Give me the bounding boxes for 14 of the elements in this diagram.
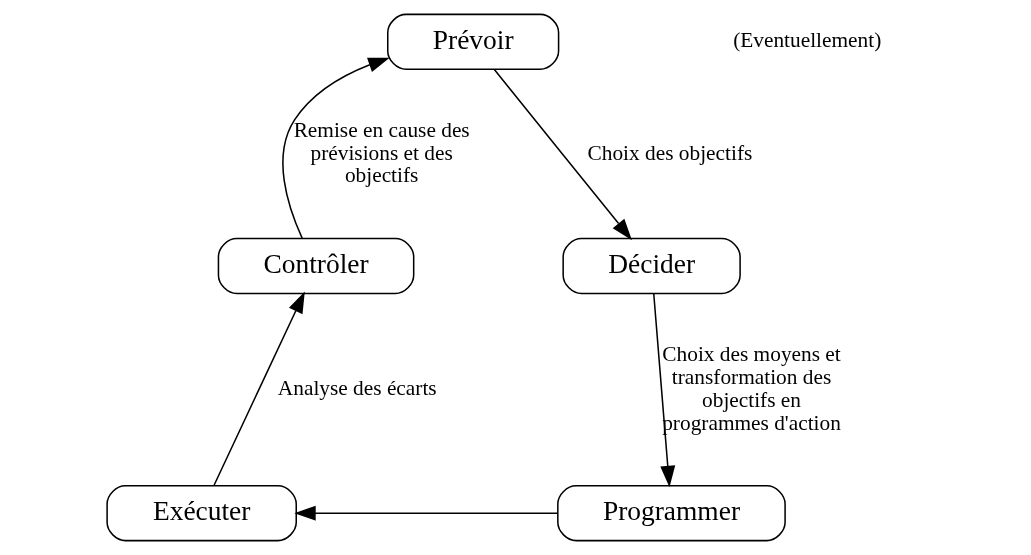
arrow: [294, 505, 559, 521]
edge-label: Analyse des écarts: [277, 376, 437, 401]
arrow: [213, 291, 305, 486]
label: (Eventuellement): [733, 28, 882, 53]
node-box: Prévoir: [387, 13, 560, 71]
arrow: [282, 57, 390, 239]
arrow: [653, 292, 676, 488]
node-box: Programmer: [557, 484, 786, 542]
node-box: Décider: [562, 237, 741, 295]
arrow: [493, 68, 632, 241]
node-box: Contrôler: [217, 237, 415, 295]
node-box: Exécuter: [106, 484, 297, 542]
edge-label: Choix des objectifs: [587, 140, 753, 165]
edge-label: Remise en cause des prévisions et des objectifs: [293, 117, 470, 188]
